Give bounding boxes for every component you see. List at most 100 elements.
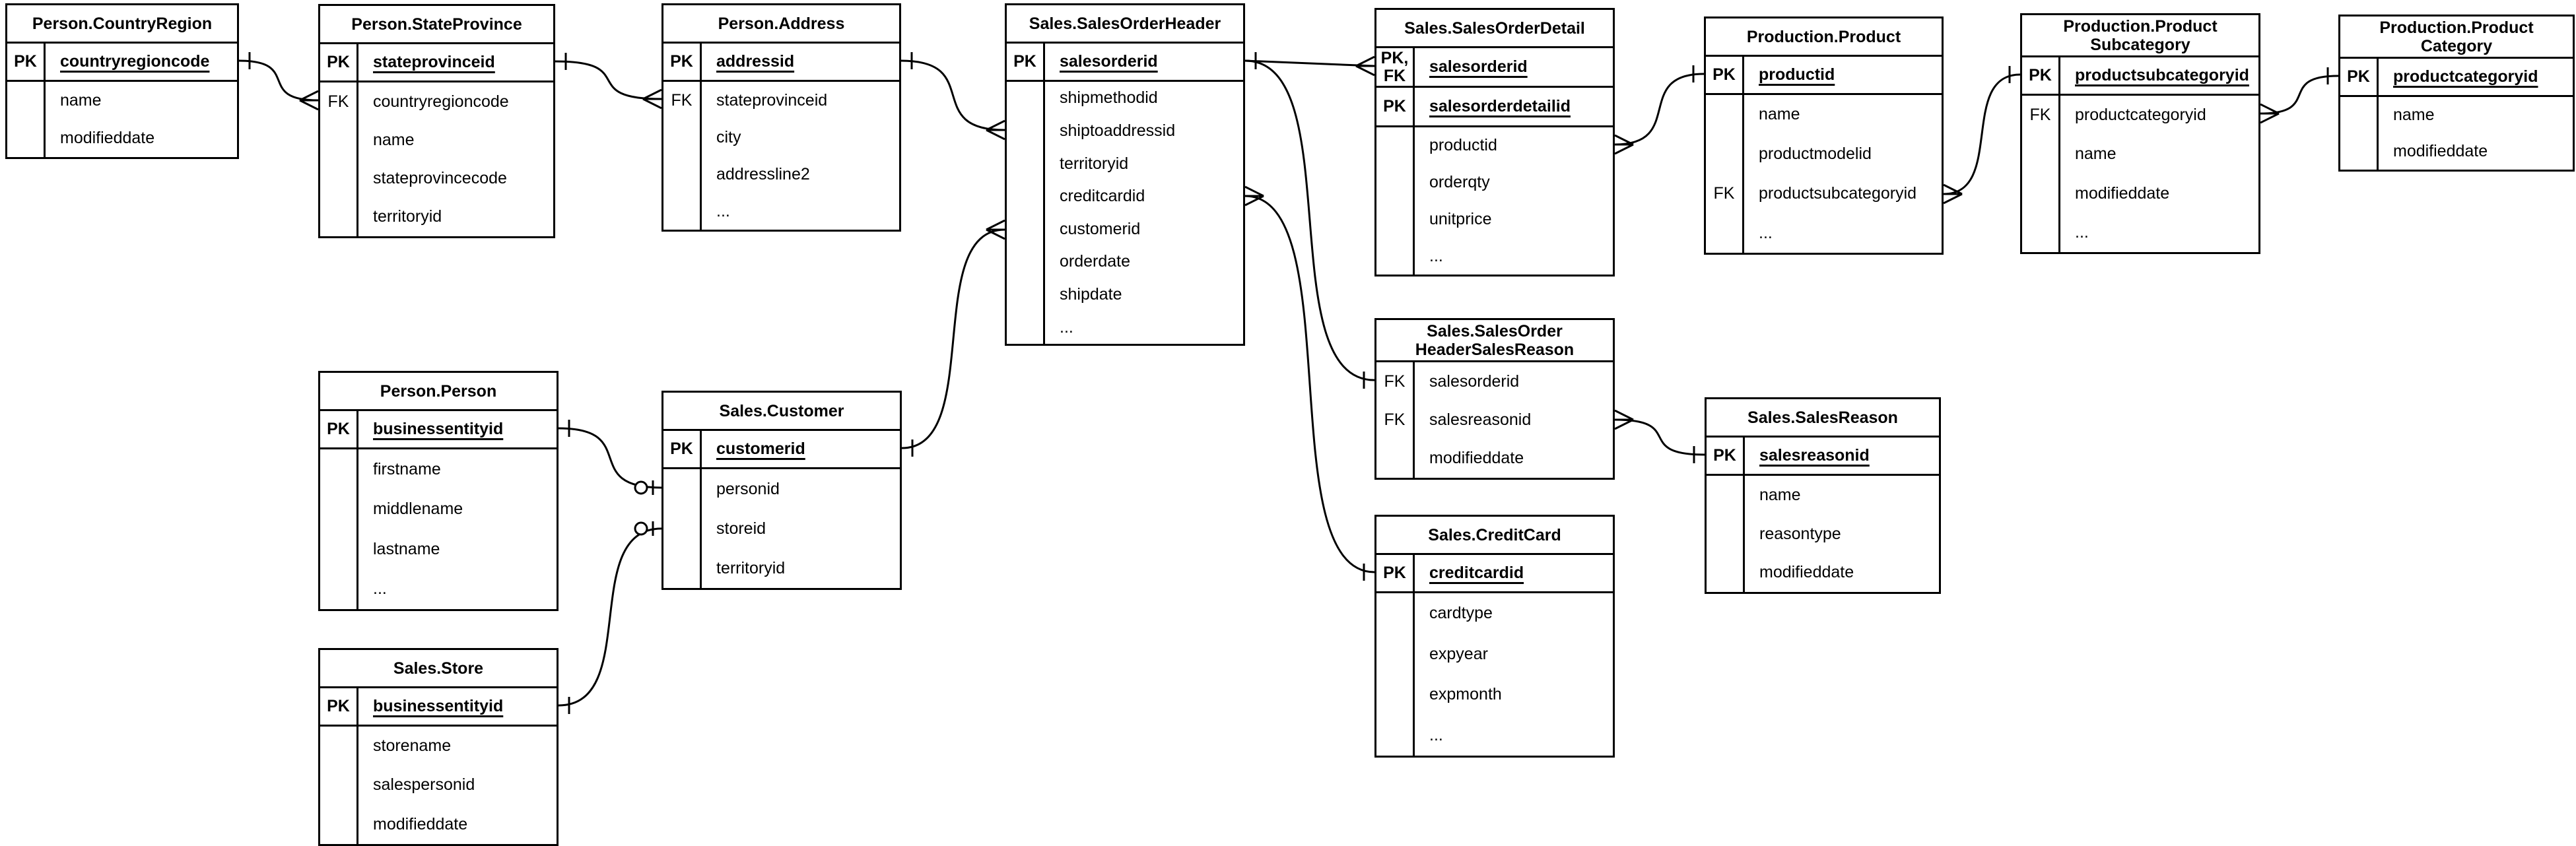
- edge-salesorderheader-to-headersalesreason[interactable]: [1244, 52, 1375, 389]
- key-badge: PK: [1007, 44, 1045, 80]
- table-title-line: Sales.Store: [393, 659, 484, 678]
- edge-salesorderheader-to-salesorderdetail[interactable]: [1244, 52, 1375, 77]
- edge-line[interactable]: [558, 427, 662, 489]
- key-badge: PK: [663, 44, 702, 80]
- column-name-text: creditcardid: [1429, 564, 1524, 582]
- key-badge: [1707, 553, 1745, 593]
- column-name-text: countryregioncode: [60, 52, 210, 71]
- key-badge: [320, 159, 358, 198]
- field-row: ...: [2022, 212, 2258, 252]
- column-name: name: [2379, 97, 2435, 133]
- column-name: firstname: [358, 449, 441, 490]
- key-badge: PK: [2340, 59, 2379, 95]
- field-row: customerid: [1007, 212, 1243, 246]
- edge-line[interactable]: [900, 59, 1005, 131]
- column-name-text: shipmethodid: [1060, 88, 1158, 108]
- table-title-line: Production.Product: [1746, 27, 1901, 46]
- table-title-line: Sales.Customer: [719, 401, 844, 420]
- edge-salesorderdetail-to-product[interactable]: [1614, 65, 1705, 155]
- field-row: name: [1706, 95, 1942, 135]
- field-row: orderdate: [1007, 245, 1243, 278]
- edge-line[interactable]: [1614, 418, 1705, 456]
- edge-store-to-customer[interactable]: [558, 521, 662, 714]
- edge-countryregion-to-stateprovince[interactable]: [238, 52, 319, 111]
- pk-column-name: salesorderid: [1045, 44, 1158, 80]
- table-title: Sales.Store: [320, 650, 557, 688]
- column-name-text: salesreasonid: [1759, 446, 1870, 465]
- key-badge: [1007, 212, 1045, 246]
- key-badge: [663, 509, 702, 548]
- edge-line[interactable]: [2260, 75, 2339, 115]
- column-name: reasontype: [1745, 515, 1841, 554]
- many-crow-foot-icon: [1943, 183, 1963, 205]
- field-row: shipdate: [1007, 278, 1243, 311]
- column-name-text: businessentityid: [373, 420, 504, 438]
- field-row: productmodelid: [1706, 134, 1942, 174]
- table-title: Sales.Customer: [663, 393, 900, 431]
- key-badge: FK: [320, 82, 358, 121]
- column-name: salesreasonid: [1415, 401, 1531, 439]
- zero-or-one-marker-icon: [634, 480, 654, 495]
- field-row: modifieddate: [320, 804, 557, 844]
- column-name-text: storename: [373, 736, 452, 756]
- edge-stateprovince-to-address[interactable]: [555, 53, 662, 110]
- key-badge: [320, 489, 358, 529]
- key-badge: [1376, 634, 1415, 674]
- pk-column-name: customerid: [702, 431, 805, 467]
- column-name: territoryid: [1045, 147, 1128, 180]
- many-crow-foot-icon: [1614, 134, 1634, 155]
- key-badge: [1007, 278, 1045, 311]
- field-row: shiptoaddressid: [1007, 114, 1243, 148]
- edge-address-to-salesorderheader[interactable]: [900, 52, 1005, 141]
- edge-line[interactable]: [1244, 195, 1375, 573]
- edge-line[interactable]: [555, 60, 662, 100]
- edge-person-to-customer[interactable]: [558, 420, 662, 495]
- edge-line[interactable]: [1614, 73, 1705, 146]
- edge-line[interactable]: [1943, 73, 2021, 195]
- edge-salesorderheader-to-creditcard[interactable]: [1244, 185, 1375, 581]
- edge-productsubcategory-to-productcategory[interactable]: [2260, 67, 2339, 124]
- edge-line[interactable]: [238, 59, 319, 102]
- edge-line[interactable]: [901, 228, 1005, 449]
- column-name: productid: [1415, 127, 1497, 164]
- column-name-text: lastname: [373, 539, 440, 558]
- key-badge: [1376, 238, 1415, 275]
- edge-line[interactable]: [1244, 59, 1375, 67]
- edge-customer-to-salesorderheader[interactable]: [901, 219, 1005, 457]
- column-name: productmodelid: [1744, 135, 1872, 174]
- edge-product-to-productsubcategory[interactable]: [1943, 66, 2021, 205]
- edge-headersalesreason-to-salesreason[interactable]: [1614, 409, 1705, 463]
- column-name-text: creditcardid: [1060, 187, 1145, 206]
- edge-line[interactable]: [558, 527, 662, 707]
- column-name-text: addressid: [716, 52, 795, 71]
- pk-column-name: productsubcategoryid: [2060, 57, 2249, 94]
- table-title-line: Sales.SalesOrderHeader: [1029, 14, 1221, 33]
- edge-line[interactable]: [1244, 59, 1375, 381]
- key-badge: PK: [1376, 88, 1415, 125]
- key-badge: PK: [7, 44, 46, 80]
- column-name-text: personid: [716, 479, 780, 498]
- column-name: middlename: [358, 490, 463, 530]
- table-title-line: Category: [2420, 36, 2493, 55]
